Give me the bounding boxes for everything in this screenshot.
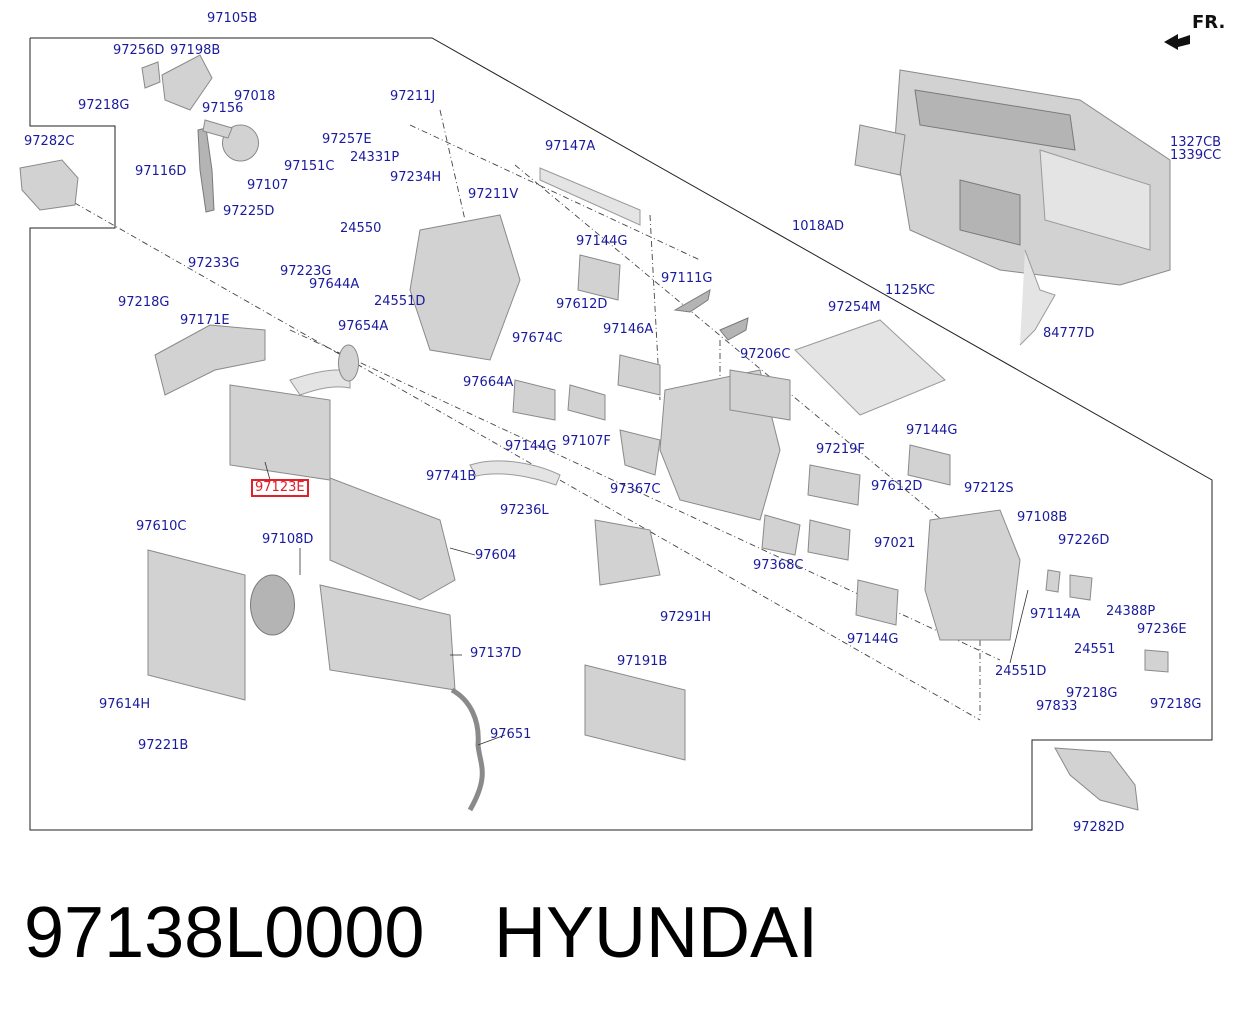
part-label[interactable]: 97236E xyxy=(1137,622,1187,637)
part-label[interactable]: 97226D xyxy=(1058,533,1110,548)
part-label[interactable]: 97225D xyxy=(223,204,275,219)
exploded-view-drawing xyxy=(19,37,1213,831)
part-label[interactable]: 97368C xyxy=(753,558,804,573)
brand-name: HYUNDAI xyxy=(494,893,819,973)
part-label[interactable]: 24551D xyxy=(374,294,426,309)
part-label[interactable]: 97114A xyxy=(1030,607,1081,622)
part-label[interactable]: 1018AD xyxy=(792,219,844,234)
part-label[interactable]: 97282D xyxy=(1073,820,1125,835)
part-label[interactable]: 97604 xyxy=(475,548,517,563)
part-label[interactable]: 1327CB xyxy=(1170,135,1222,150)
part-label[interactable]: 97171E xyxy=(180,313,230,328)
part-label[interactable]: 24551 xyxy=(1074,642,1116,657)
part-label[interactable]: 97144G xyxy=(906,423,958,438)
part-label[interactable]: 97367C xyxy=(610,482,661,497)
filter-case xyxy=(584,664,686,761)
part-label[interactable]: 97146A xyxy=(603,322,654,337)
part-label[interactable]: 97741B xyxy=(426,469,477,484)
part-label[interactable]: 97191B xyxy=(617,654,668,669)
part-label[interactable]: 97206C xyxy=(740,347,791,362)
part-label[interactable]: 97198B xyxy=(170,43,221,58)
part-label[interactable]: 84777D xyxy=(1043,326,1095,341)
part-label[interactable]: 97651 xyxy=(490,727,532,742)
part-label[interactable]: 97221B xyxy=(138,738,189,753)
part-label[interactable]: 97257E xyxy=(322,132,372,147)
hvac-assembly xyxy=(854,69,1171,346)
part-number: 97138L0000 xyxy=(24,893,425,973)
part-label[interactable]: 97018 xyxy=(234,89,276,104)
part-label[interactable]: 97291H xyxy=(660,610,712,625)
part-label[interactable]: 97107F xyxy=(562,434,611,449)
part-label[interactable]: 97218G xyxy=(118,295,170,310)
part-label[interactable]: 97144G xyxy=(576,234,628,249)
part-label[interactable]: 1339CC xyxy=(1170,148,1222,163)
part-label[interactable]: 97233G xyxy=(188,256,240,271)
part-label[interactable]: 97218G xyxy=(1066,686,1118,701)
part-label[interactable]: 97108D xyxy=(262,532,314,547)
part-label[interactable]: 97107 xyxy=(247,178,289,193)
heater-core xyxy=(229,384,331,481)
part-label[interactable]: 97116D xyxy=(135,164,187,179)
part-label[interactable]: 97254M xyxy=(828,300,881,315)
highlighted-part-label[interactable]: 97123E xyxy=(251,479,309,497)
part-label[interactable]: 97674C xyxy=(512,331,563,346)
part-label[interactable]: 24331P xyxy=(350,150,400,165)
part-label[interactable]: 97144G xyxy=(505,439,557,454)
part-label[interactable]: 97612D xyxy=(556,297,608,312)
part-label[interactable]: 97612D xyxy=(871,479,923,494)
front-direction-indicator: FR. xyxy=(1192,12,1226,33)
part-label[interactable]: 97219F xyxy=(816,442,865,457)
part-label[interactable]: 97218G xyxy=(78,98,130,113)
part-label[interactable]: 97156 xyxy=(202,101,244,116)
filter-frame xyxy=(794,319,946,416)
part-label[interactable]: 97282C xyxy=(24,134,75,149)
part-label[interactable]: 97614H xyxy=(99,697,151,712)
part-label[interactable]: 1125KC xyxy=(885,283,935,298)
part-label[interactable]: 97664A xyxy=(463,375,514,390)
part-label[interactable]: 97147A xyxy=(545,139,596,154)
part-label[interactable]: 97236L xyxy=(500,503,549,518)
part-label[interactable]: 97644A xyxy=(309,277,360,292)
part-label[interactable]: 97211J xyxy=(390,89,436,104)
part-label[interactable]: 97137D xyxy=(470,646,522,661)
blower-case xyxy=(319,584,456,691)
front-arrow-icon xyxy=(1164,34,1190,50)
duct-97282c xyxy=(19,159,79,211)
part-label[interactable]: 97111G xyxy=(661,271,713,286)
part-label[interactable]: 97144G xyxy=(847,632,899,647)
part-label[interactable]: 97151C xyxy=(284,159,335,174)
evaporator-core xyxy=(147,549,246,701)
part-label[interactable]: 97105B xyxy=(207,11,258,26)
part-label[interactable]: 97021 xyxy=(874,536,916,551)
part-label[interactable]: 97833 xyxy=(1036,699,1078,714)
part-label[interactable]: 97212S xyxy=(964,481,1014,496)
part-label[interactable]: 97211V xyxy=(468,187,519,202)
part-label[interactable]: 97610C xyxy=(136,519,187,534)
part-label[interactable]: 24388P xyxy=(1106,604,1156,619)
duct-97282d xyxy=(1054,747,1139,811)
part-label[interactable]: 97108B xyxy=(1017,510,1068,525)
part-label[interactable]: 97654A xyxy=(338,319,389,334)
part-label[interactable]: 97223G xyxy=(280,264,332,279)
part-label[interactable]: 97234H xyxy=(390,170,442,185)
part-label[interactable]: 24550 xyxy=(340,221,382,236)
part-label[interactable]: 97218G xyxy=(1150,697,1202,712)
part-label[interactable]: 97256D xyxy=(113,43,165,58)
part-label[interactable]: 24551D xyxy=(995,664,1047,679)
